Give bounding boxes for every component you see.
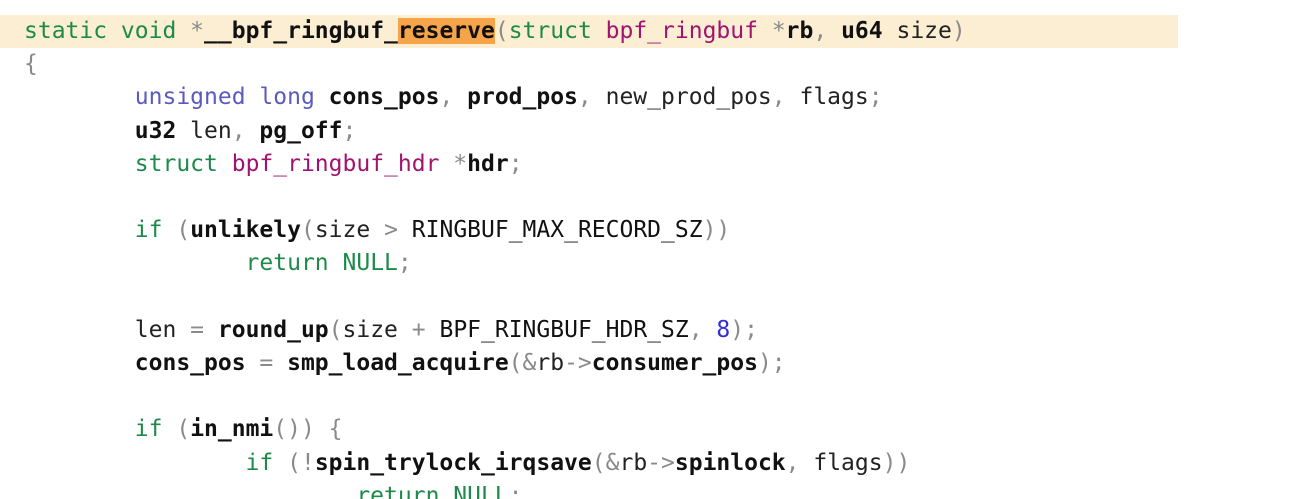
code-token: ( (176, 416, 191, 443)
code-token: smp_load_acquire (287, 350, 509, 376)
code-token: ; (397, 250, 412, 277)
code-token: size (314, 217, 385, 244)
code-line[interactable]: unsigned long cons_pos, prod_pos, new_pr… (24, 81, 883, 114)
code-token: , (577, 84, 606, 111)
code-token: ( (176, 217, 191, 244)
code-token: )) (882, 449, 911, 476)
code-token: ; (508, 150, 523, 177)
code-token: RINGBUF_MAX_RECORD_SZ (411, 217, 703, 244)
code-token: round_up (217, 316, 329, 343)
code-token: -> (647, 449, 675, 476)
code-token: ); (757, 350, 786, 376)
code-token: if (24, 449, 288, 476)
code-token: rb (536, 350, 565, 376)
code-line[interactable]: if (unlikely(size > RINGBUF_MAX_RECORD_S… (24, 214, 731, 247)
code-token: if (24, 416, 177, 443)
code-token: in_nmi (190, 416, 274, 443)
code-line[interactable]: { (24, 48, 38, 81)
code-token: , (688, 316, 717, 343)
code-token: * (190, 18, 205, 44)
code-token: ( (300, 217, 315, 244)
code-token: (& (591, 449, 620, 476)
code-token: consumer_pos (591, 350, 758, 376)
code-token: ; (342, 117, 357, 144)
code-token: return (24, 250, 343, 277)
code-token: size (896, 18, 952, 44)
code-line[interactable]: return NULL; (24, 247, 412, 280)
code-token: new_prod_pos (605, 84, 772, 111)
code-token: )) (702, 217, 731, 244)
code-token: pg_off (259, 117, 343, 144)
code-token: NULL (453, 482, 509, 499)
code-token: , (439, 84, 468, 111)
code-token: = (190, 316, 218, 343)
code-token: cons_pos (24, 350, 260, 376)
code-token: rb (785, 18, 814, 44)
code-token: __bpf_ringbuf_ (204, 18, 398, 44)
code-line[interactable]: if (!spin_trylock_irqsave(&rb->spinlock,… (24, 447, 911, 480)
code-token: hdr (467, 150, 509, 177)
code-line[interactable]: if (in_nmi()) { (24, 413, 343, 446)
code-token: struct (24, 150, 232, 177)
code-line[interactable]: static void *__bpf_ringbuf_reserve(struc… (24, 15, 966, 48)
code-line[interactable]: len = round_up(size + BPF_RINGBUF_HDR_SZ… (24, 314, 758, 347)
code-token: u32 (24, 117, 191, 144)
code-token: return (24, 482, 454, 499)
code-token: > (384, 217, 412, 244)
code-line[interactable]: struct bpf_ringbuf_hdr *hdr; (24, 148, 523, 181)
code-token: flags (813, 449, 883, 476)
code-token: len (190, 117, 232, 144)
code-token: ; (868, 84, 883, 111)
current-line-highlight (0, 15, 1178, 48)
code-token: ) (951, 18, 966, 44)
code-token: unlikely (190, 217, 301, 244)
code-token: ( (494, 18, 509, 44)
code-token: len (24, 316, 191, 343)
code-token: * (771, 18, 786, 44)
code-token: ()) { (273, 416, 343, 443)
search-match: reserve (397, 18, 495, 44)
code-token: = (259, 350, 288, 376)
code-token: ); (730, 316, 758, 343)
code-token: size (342, 316, 412, 343)
code-token: , (813, 18, 842, 44)
code-token: if (24, 217, 177, 244)
code-token: struct (508, 18, 606, 44)
code-token: * (453, 150, 468, 177)
code-token: + (411, 316, 440, 343)
code-token: NULL (342, 250, 398, 277)
code-token: , (785, 449, 814, 476)
code-token: bpf_ringbuf (605, 18, 772, 44)
code-token: prod_pos (467, 84, 578, 111)
code-token: , (231, 117, 260, 144)
code-token: spin_trylock_irqsave (314, 449, 592, 476)
code-token: -> (564, 350, 592, 376)
code-token: static void (24, 18, 191, 44)
code-token: , (771, 84, 800, 111)
code-token: 8 (716, 316, 731, 343)
code-token: cons_pos (328, 84, 440, 111)
code-token: bpf_ringbuf_hdr (231, 150, 454, 177)
code-token: ; (508, 482, 523, 499)
code-token: u64 (841, 18, 897, 44)
code-token: rb (619, 449, 648, 476)
code-token: spinlock (674, 449, 786, 476)
code-token: unsigned long (24, 84, 329, 111)
code-token: BPF_RINGBUF_HDR_SZ (439, 316, 689, 343)
code-line[interactable]: u32 len, pg_off; (24, 115, 357, 148)
code-token: { (24, 51, 38, 78)
code-token: ( (328, 316, 343, 343)
code-line[interactable]: cons_pos = smp_load_acquire(&rb->consume… (24, 347, 786, 380)
code-token: (& (508, 350, 537, 376)
code-token: flags (799, 84, 869, 111)
code-token: (! (287, 449, 315, 476)
code-line[interactable]: return NULL; (24, 480, 523, 499)
